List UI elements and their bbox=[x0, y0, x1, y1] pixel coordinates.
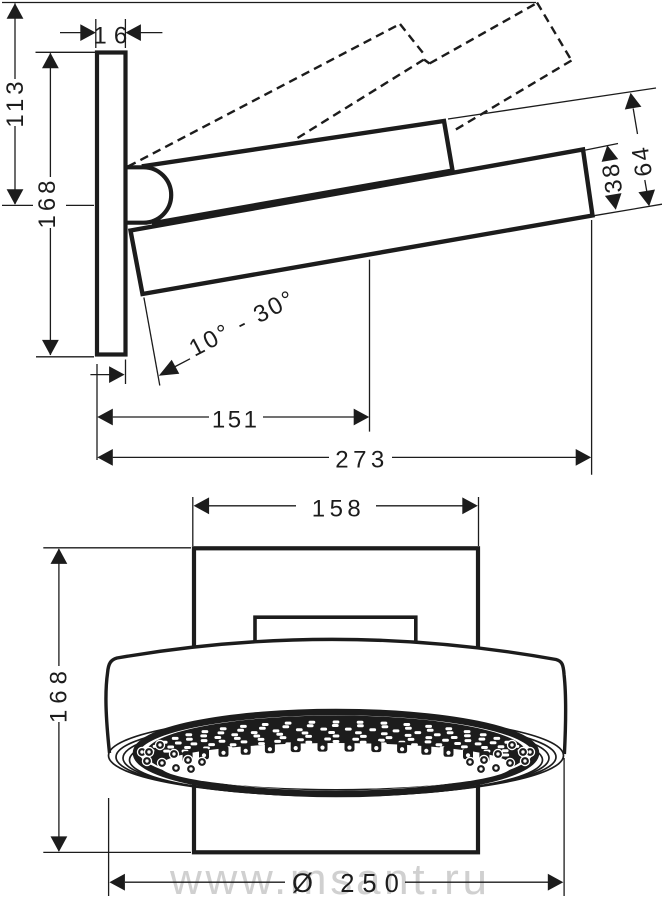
svg-text:38: 38 bbox=[597, 160, 628, 195]
svg-text:1: 1 bbox=[93, 22, 106, 49]
svg-text:168: 168 bbox=[46, 665, 73, 723]
svg-text:113: 113 bbox=[2, 77, 29, 127]
svg-text:64: 64 bbox=[627, 143, 658, 178]
svg-text:Ø: Ø bbox=[292, 868, 313, 898]
svg-text:168: 168 bbox=[34, 176, 61, 228]
svg-text:151: 151 bbox=[212, 406, 260, 433]
svg-text:6: 6 bbox=[114, 22, 127, 49]
svg-text:www.msant.ru: www.msant.ru bbox=[169, 855, 491, 900]
svg-text:158: 158 bbox=[312, 495, 366, 522]
svg-text:273: 273 bbox=[335, 447, 389, 474]
svg-text:250: 250 bbox=[340, 870, 407, 898]
